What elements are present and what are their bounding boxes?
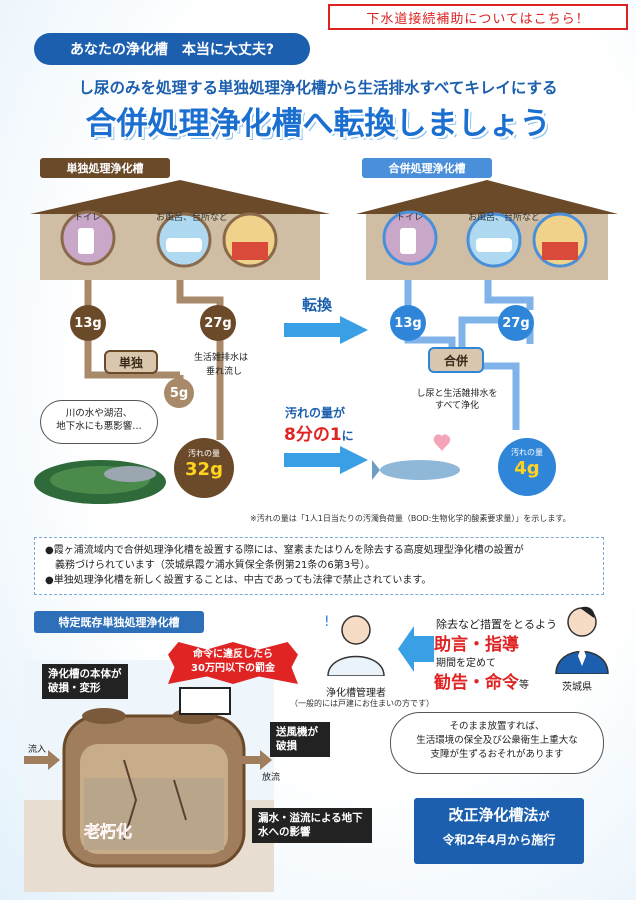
clean-fish-illustration bbox=[372, 434, 460, 480]
page-title: 合併処理浄化槽へ転換しましょう bbox=[85, 106, 551, 142]
left-discharge-note-1: 生活雑排水は bbox=[194, 353, 249, 363]
single-tank-label: 単独処理浄化槽 bbox=[40, 158, 170, 178]
manager-note: （一般的には戸建にお住まいの方です） bbox=[290, 699, 434, 708]
right-treat-note: し尿と生活雑排水を すべて浄化 bbox=[402, 388, 512, 412]
aging-tank-illustration bbox=[24, 660, 274, 892]
left-toilet-load: 13g bbox=[70, 305, 106, 341]
law-amendment-box: 改正浄化槽法が 令和2年4月から施行 bbox=[414, 798, 584, 864]
reduce-arrow-icon bbox=[284, 446, 368, 474]
right-room-toilet: トイレ bbox=[396, 213, 424, 223]
reduce-label-1: 汚れの量が bbox=[285, 406, 346, 420]
leak-label: 漏水・溢流による地下水への影響 bbox=[252, 808, 372, 844]
left-bubble-line-2: 地下水にも悪影響… bbox=[56, 421, 142, 433]
right-total-circle: 汚れの量 4g bbox=[498, 438, 556, 496]
left-total-value: 32g bbox=[185, 459, 223, 480]
aging-label: 老朽化 bbox=[84, 822, 133, 842]
left-discharge-note-2: 垂れ流し bbox=[206, 367, 243, 377]
blower-label: 送風機が破損 bbox=[270, 722, 330, 758]
info-line-1: ●霞ヶ浦流域内で合併処理浄化槽を設置する際には、窒素またはりんを除去する高度処理… bbox=[45, 545, 524, 556]
order-etc: 等 bbox=[519, 680, 529, 691]
question-pill: あなたの浄化槽 本当に大丈夫? bbox=[34, 33, 310, 65]
left-outflow-load: 5g bbox=[164, 378, 194, 408]
fine-line-1: 命令に違反したら bbox=[193, 649, 273, 660]
law-effective-date: 令和2年4月から施行 bbox=[442, 833, 556, 847]
manager-person-icon: ! bbox=[324, 614, 385, 676]
prefecture-official-icon bbox=[555, 606, 609, 674]
info-line-3: ●単独処理浄化槽を新しく設置することは、中古であっても法律で禁止されています。 bbox=[45, 575, 432, 586]
right-treat-note-1: し尿と生活雑排水を bbox=[416, 389, 498, 399]
warning-speech-bubble: そのまま放置すれば、 生活環境の保全及び公衆衛生上重大な 支障が生ずるおそれがあ… bbox=[390, 712, 604, 774]
right-greywater-load: 27g bbox=[498, 305, 534, 341]
subtitle: し尿のみを処理する単独処理浄化槽から生活排水すべてキレイにする bbox=[78, 79, 558, 97]
period-label: 期間を定めて bbox=[436, 658, 496, 669]
outflow-label: 放流 bbox=[262, 773, 281, 783]
reduce-particle: に bbox=[341, 429, 354, 443]
right-total-value: 4g bbox=[514, 458, 540, 479]
specified-existing-tank-label: 特定既存単独処理浄化槽 bbox=[34, 611, 204, 633]
right-tank-label: 合併 bbox=[428, 347, 484, 373]
right-room-bath: お風呂、台所など bbox=[468, 213, 541, 223]
convert-label: 転換 bbox=[302, 296, 333, 314]
right-toilet-load: 13g bbox=[390, 305, 426, 341]
footnote: ※汚れの量は「1人1日当たりの汚濁負荷量（BOD:生物化学的酸素要求量）」を示し… bbox=[250, 514, 571, 523]
left-greywater-load: 27g bbox=[200, 305, 236, 341]
right-treat-note-2: すべて浄化 bbox=[434, 401, 479, 412]
right-house bbox=[356, 180, 618, 280]
inflow-label: 流入 bbox=[28, 745, 47, 755]
order-text: 勧告・命令 bbox=[434, 673, 519, 693]
notice-arrow-icon bbox=[398, 626, 434, 672]
law-title: 改正浄化槽法 bbox=[448, 806, 539, 824]
reduce-ratio: 8分の1 bbox=[284, 425, 342, 445]
order-label: 勧告・命令等 bbox=[434, 668, 529, 693]
warning-line-2: 生活環境の保全及び公衆衛生上重大な bbox=[416, 734, 578, 746]
sewer-subsidy-link[interactable]: 下水道接続補助についてはこちら！ bbox=[328, 4, 628, 30]
left-tank-label: 単独 bbox=[104, 350, 158, 374]
left-total-circle: 汚れの量 32g bbox=[174, 438, 234, 498]
law-particle: が bbox=[538, 810, 550, 823]
manager-label: 浄化槽管理者 bbox=[326, 688, 386, 699]
fine-line-2: 30万円以下の罰金 bbox=[191, 663, 275, 674]
left-bubble-line-1: 川の水や湖沼、 bbox=[65, 408, 133, 419]
warning-line-1: そのまま放置すれば、 bbox=[449, 721, 545, 732]
measures-label: 除去など措置をとるよう bbox=[436, 618, 557, 631]
left-room-toilet: トイレ bbox=[74, 213, 102, 223]
left-room-bath: お風呂、台所など bbox=[156, 213, 229, 223]
info-box: ●霞ヶ浦流域内で合併処理浄化槽を設置する際には、窒素またはりんを除去する高度処理… bbox=[34, 537, 604, 595]
left-speech-bubble: 川の水や湖沼、 地下水にも悪影響… bbox=[40, 400, 158, 444]
damage-label: 浄化槽の本体が破損・変形 bbox=[42, 664, 128, 700]
left-total-label: 汚れの量 bbox=[188, 449, 220, 458]
polluted-water-illustration bbox=[34, 460, 166, 504]
svg-text:!: ! bbox=[324, 614, 330, 630]
warning-line-3: 支障が生ずるおそれがあります bbox=[430, 748, 564, 760]
reduce-label: 8分の1に bbox=[284, 420, 354, 445]
convert-arrow-icon bbox=[284, 316, 368, 344]
info-line-2: 義務づけられています（茨城県霞ケ浦水質保全条例第21条の6第3号）。 bbox=[45, 560, 376, 571]
combined-tank-label: 合併処理浄化槽 bbox=[362, 158, 492, 178]
right-total-label: 汚れの量 bbox=[511, 448, 543, 457]
advice-label: 助言・指導 bbox=[434, 635, 519, 655]
fine-warning-burst: 命令に違反したら 30万円以下の罰金 bbox=[168, 642, 298, 684]
left-house bbox=[30, 180, 330, 280]
prefecture-label: 茨城県 bbox=[562, 682, 592, 693]
